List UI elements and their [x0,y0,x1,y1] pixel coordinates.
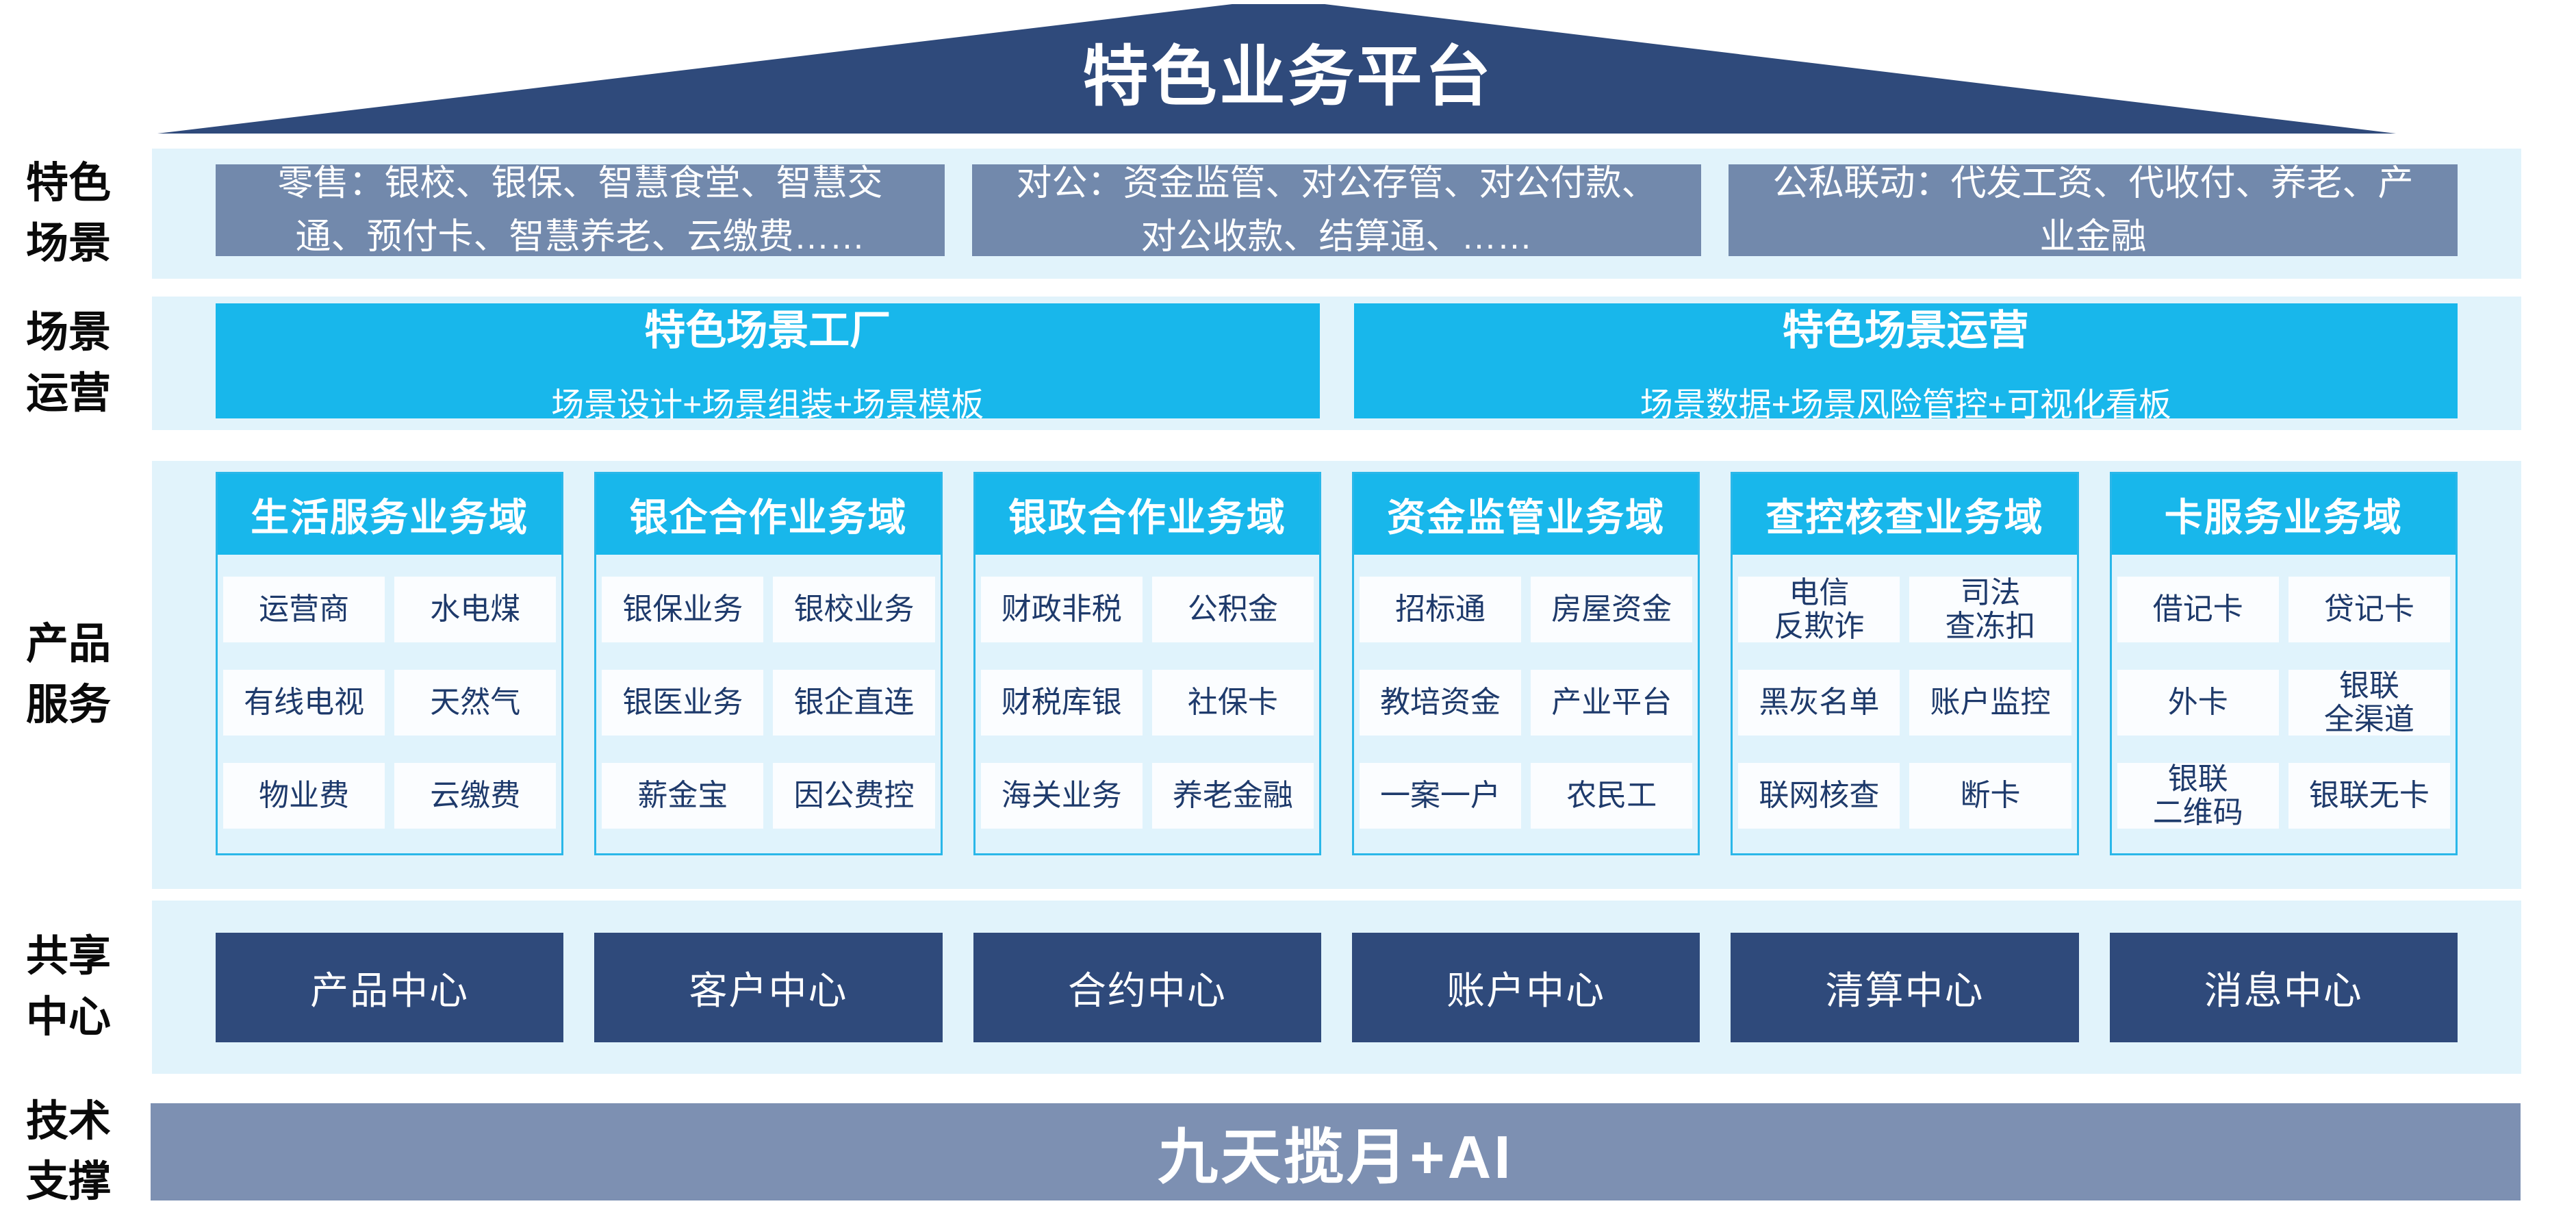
domain-header: 生活服务业务域 [218,474,562,555]
domain-item: 天然气 [394,670,557,736]
center-customer: 客户中心 [594,933,943,1042]
domain-item: 运营商 [223,577,385,642]
domain-header: 银政合作业务域 [975,474,1319,555]
scene-box-row: 零售：银校、银保、智慧食堂、智慧交通、预付卡、智慧养老、云缴费…… 对公：资金监… [152,149,2521,279]
domain-item: 教培资金 [1359,670,1522,736]
domain-item: 财政非税 [980,577,1143,642]
tech-platform-bar: 九天揽月+AI [151,1103,2521,1200]
domain-item: 因公费控 [773,763,935,829]
domain-item: 贷记卡 [2288,577,2450,642]
scene-factory-title: 特色场景工厂 [644,307,891,353]
domain-item: 银联无卡 [2288,763,2450,829]
scene-box-corporate: 对公：资金监管、对公存管、对公付款、对公收款、结算通、…… [972,164,1701,257]
domain-header: 资金监管业务域 [1353,474,1698,555]
domain-item: 养老金融 [1151,763,1314,829]
sharing-band: 产品中心 客户中心 合约中心 账户中心 清算中心 消息中心 [152,901,2521,1074]
domain-item: 账户监控 [1909,670,2071,736]
scene-operation-box: 特色场景运营 场景数据+场景风险管控+可视化看板 [1353,303,2458,423]
domain-item: 公积金 [1151,577,1314,642]
domain-item: 电信 反欺诈 [1738,576,1900,643]
domain-item: 云缴费 [394,763,557,829]
domain-item: 招标通 [1359,577,1522,642]
domain-item: 借记卡 [2117,577,2279,642]
scene-box-public-private: 公私联动：代发工资、代收付、养老、产业金融 [1729,164,2458,257]
domain-item: 社保卡 [1151,670,1314,736]
products-band: 生活服务业务域 运营商 水电煤 有线电视 天然气 物业费 云缴费 银企合作业务域… [152,461,2521,889]
side-label-operation: 场景 运营 [25,309,111,417]
domain-item: 司法 查冻扣 [1909,576,2071,643]
domain-item: 外卡 [2117,670,2279,736]
center-account: 账户中心 [1351,933,1700,1042]
domain-bank-government: 银政合作业务域 财政非税 公积金 财税库银 社保卡 海关业务 养老金融 [973,472,1321,855]
scene-factory-subtitle: 场景设计+场景组装+场景模板 [551,386,984,423]
domain-items: 电信 反欺诈 司法 查冻扣 黑灰名单 账户监控 联网核查 断卡 [1733,555,2076,853]
domain-item: 银企直连 [773,670,935,736]
domain-fund-supervision: 资金监管业务域 招标通 房屋资金 教培资金 产业平台 一案一户 农民工 [1351,472,1700,855]
side-label-products: 产品 服务 [25,620,111,729]
domain-header: 卡服务业务域 [2111,474,2456,555]
domain-item: 产业平台 [1531,670,1693,736]
domain-column-row: 生活服务业务域 运营商 水电煤 有线电视 天然气 物业费 云缴费 银企合作业务域… [152,461,2521,889]
domain-header: 查控核查业务域 [1733,474,2077,555]
scene-box-retail: 零售：银校、银保、智慧食堂、智慧交通、预付卡、智慧养老、云缴费…… [216,164,945,257]
domain-bank-enterprise: 银企合作业务域 银保业务 银校业务 银医业务 银企直连 薪金宝 因公费控 [594,472,943,855]
domain-item: 财税库银 [980,670,1143,736]
operation-box-row: 特色场景工厂 场景设计+场景组装+场景模板 特色场景运营 场景数据+场景风险管控… [152,297,2521,430]
center-box-row: 产品中心 客户中心 合约中心 账户中心 清算中心 消息中心 [152,901,2521,1074]
domain-items: 财政非税 公积金 财税库银 社保卡 海关业务 养老金融 [975,555,1319,853]
operation-band: 特色场景工厂 场景设计+场景组装+场景模板 特色场景运营 场景数据+场景风险管控… [152,297,2521,430]
domain-items: 招标通 房屋资金 教培资金 产业平台 一案一户 农民工 [1354,555,1698,853]
side-label-tech: 技术 支撑 [25,1097,111,1205]
domain-item: 水电煤 [394,577,557,642]
domain-item: 物业费 [223,763,385,829]
domain-items: 银保业务 银校业务 银医业务 银企直连 薪金宝 因公费控 [596,555,940,853]
center-contract: 合约中心 [973,933,1321,1042]
domain-inquiry-verification: 查控核查业务域 电信 反欺诈 司法 查冻扣 黑灰名单 账户监控 联网核查 断卡 [1731,472,2079,855]
side-label-scene: 特色 场景 [25,159,111,267]
domain-item: 联网核查 [1738,763,1900,829]
center-product: 产品中心 [216,933,564,1042]
domain-items: 借记卡 贷记卡 外卡 银联 全渠道 银联 二维码 银联无卡 [2112,555,2456,853]
domain-item: 黑灰名单 [1738,670,1900,736]
domain-item: 银联 二维码 [2117,762,2279,829]
center-message: 消息中心 [2109,933,2458,1042]
domain-header: 银企合作业务域 [596,474,941,555]
domain-life-services: 生活服务业务域 运营商 水电煤 有线电视 天然气 物业费 云缴费 [216,472,564,855]
scene-operation-subtitle: 场景数据+场景风险管控+可视化看板 [1640,386,2171,423]
domain-items: 运营商 水电煤 有线电视 天然气 物业费 云缴费 [218,555,561,853]
domain-item: 一案一户 [1359,763,1522,829]
domain-item: 断卡 [1909,763,2071,829]
domain-item: 农民工 [1531,763,1693,829]
page-title: 特色业务平台 [1082,40,1494,114]
scene-factory-box: 特色场景工厂 场景设计+场景组装+场景模板 [216,303,1320,423]
domain-item: 银保业务 [602,577,764,642]
domain-item: 薪金宝 [602,763,764,829]
domain-item: 海关业务 [980,763,1143,829]
scene-operation-title: 特色场景运营 [1782,307,2029,353]
domain-item: 有线电视 [223,670,385,736]
scene-band: 零售：银校、银保、智慧食堂、智慧交通、预付卡、智慧养老、云缴费…… 对公：资金监… [152,149,2521,279]
domain-item: 银校业务 [773,577,935,642]
domain-item: 银医业务 [602,670,764,736]
domain-card-services: 卡服务业务域 借记卡 贷记卡 外卡 银联 全渠道 银联 二维码 银联无卡 [2109,472,2458,855]
center-clearing: 清算中心 [1731,933,2079,1042]
domain-item: 银联 全渠道 [2288,669,2450,736]
side-label-sharing: 共享 中心 [25,933,111,1041]
roof-banner: 特色业务平台 [157,4,2396,134]
domain-item: 房屋资金 [1531,577,1693,642]
